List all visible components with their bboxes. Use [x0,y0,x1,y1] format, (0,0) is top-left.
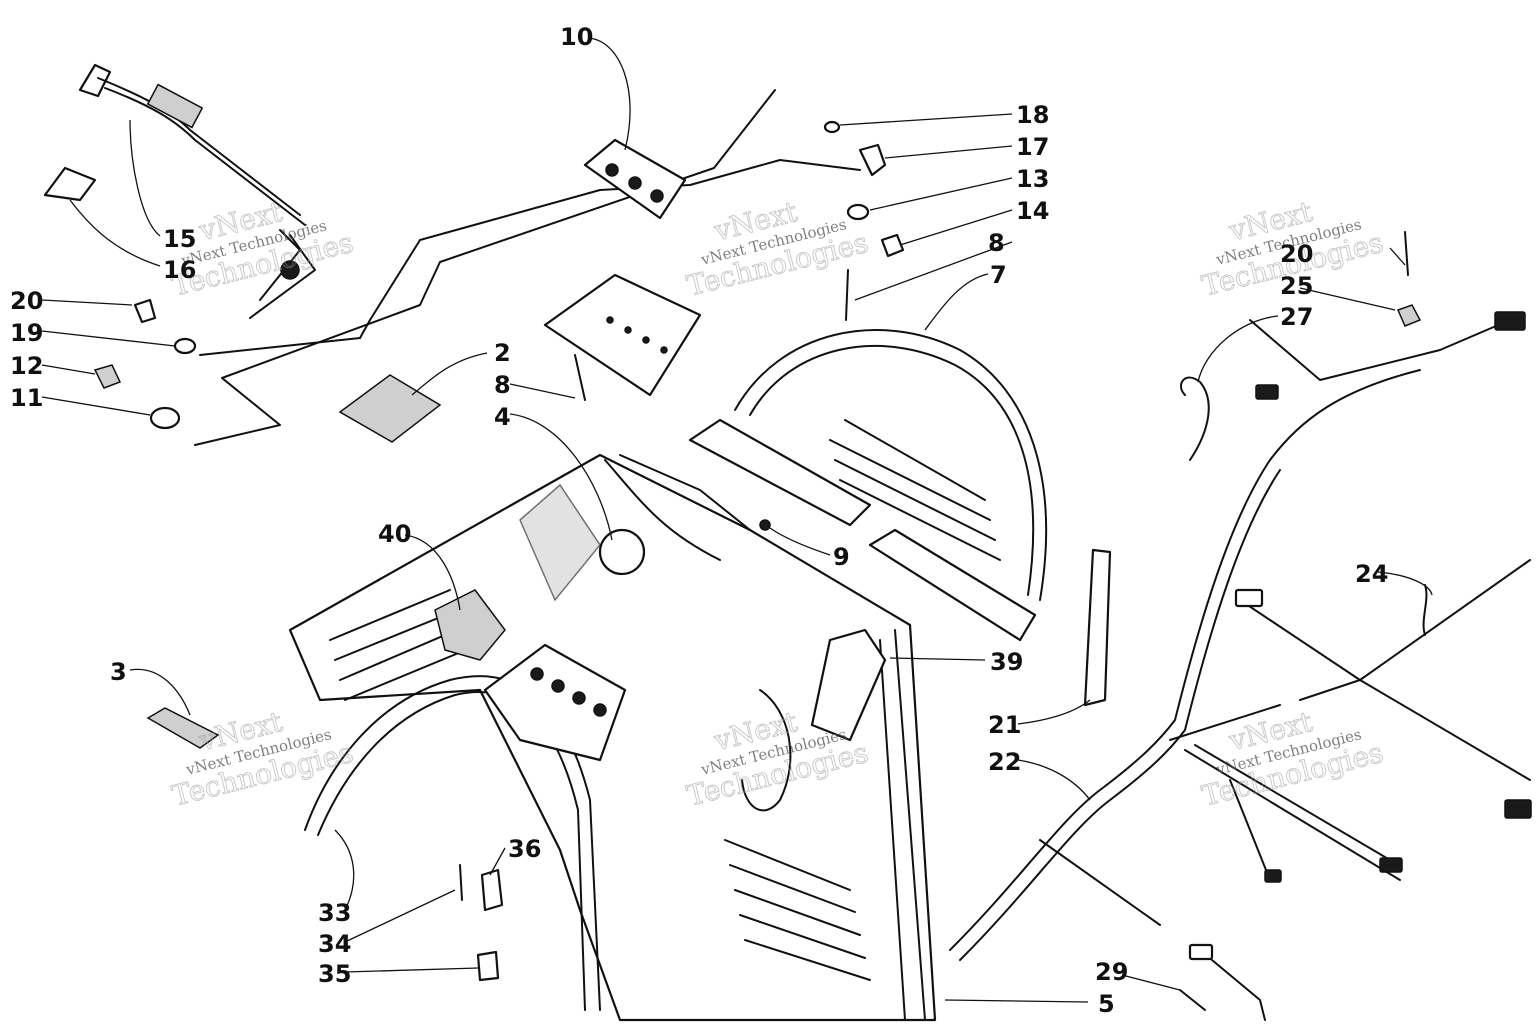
callout-34: 34 [318,930,351,958]
reflector-decal [146,707,220,749]
assembly-bracket-line [194,89,776,446]
callout-35: 35 [318,960,351,988]
callout-40: 40 [378,520,411,548]
callout-19: 19 [10,319,43,347]
callout-8-mid: 8 [494,371,511,399]
callout-labels: 10 18 17 13 14 8 7 15 16 20 19 12 11 2 8… [10,23,1388,1018]
trim-strip [1083,548,1112,707]
callout-16: 16 [163,256,196,284]
upper-console-panel [543,273,702,397]
callout-2: 2 [494,339,511,367]
callout-29: 29 [1095,958,1128,986]
callout-8-top: 8 [988,229,1005,257]
callout-15: 15 [163,225,196,253]
switch-hardware [823,120,905,258]
callout-18: 18 [1016,101,1049,129]
callout-12: 12 [10,352,43,380]
assembly-bracket-line-2 [199,159,861,356]
callout-24: 24 [1355,560,1388,588]
watermark-6: vNext vNext Technologies Technologies [1198,704,1387,813]
callout-7: 7 [990,261,1007,289]
callout-13: 13 [1016,165,1049,193]
ignition-switch-parts [93,298,197,430]
callout-36: 36 [508,835,541,863]
console-body [288,453,937,1022]
watermark-2: vNext vNext Technologies Technologies [683,194,872,303]
rear-arch-panel [688,329,1048,642]
callout-4: 4 [494,403,511,431]
leader-lines [41,37,1433,1003]
callout-5: 5 [1098,990,1115,1018]
callout-17: 17 [1016,133,1049,161]
callout-20-left: 20 [10,287,43,315]
decal-plate [338,374,442,443]
wiring-harness [949,311,1532,1021]
callout-25: 25 [1280,272,1313,300]
tail-lamp [434,589,506,661]
fasteners [459,231,1422,1011]
callout-39: 39 [990,648,1023,676]
dash-panel-plate [583,138,687,220]
watermarks: vNext vNext Technologies Technologies vN… [168,194,1387,813]
callout-27: 27 [1280,303,1313,331]
callout-9: 9 [833,543,850,571]
callout-10: 10 [560,23,593,51]
callout-22: 22 [988,748,1021,776]
callout-14: 14 [1016,197,1049,225]
callout-3: 3 [110,658,127,686]
callout-21: 21 [988,711,1021,739]
callout-11: 11 [10,384,43,412]
callout-33: 33 [318,899,351,927]
throttle-cable-assembly [43,63,316,319]
callout-20-right: 20 [1280,240,1313,268]
